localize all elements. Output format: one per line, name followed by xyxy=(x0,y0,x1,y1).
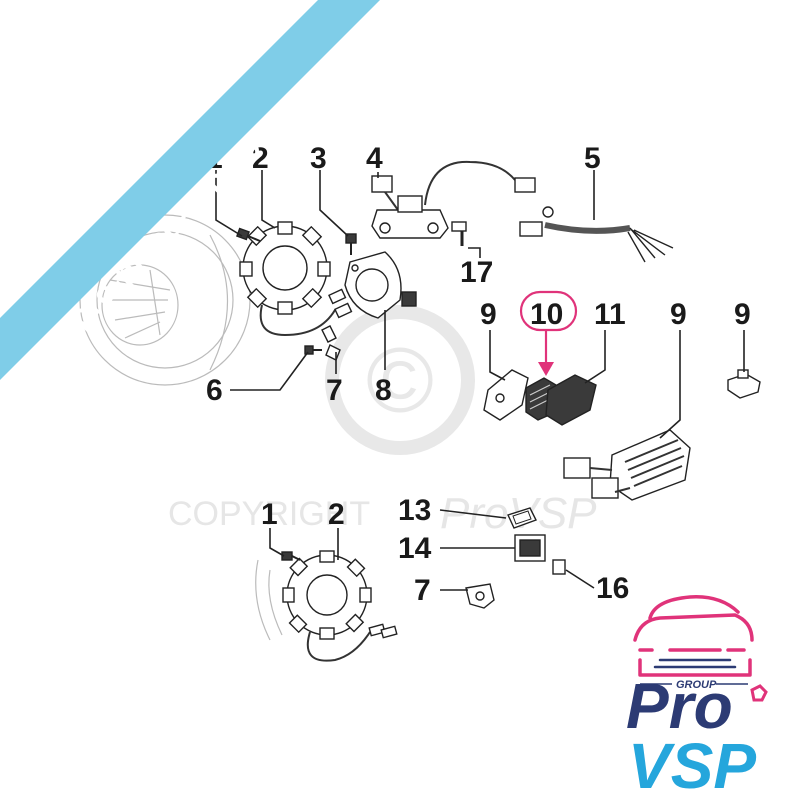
switch-14 xyxy=(514,534,546,562)
callout-13: 13 xyxy=(398,494,431,527)
callout-5: 5 xyxy=(584,142,601,175)
callout-14: 14 xyxy=(398,532,432,565)
callout-2-bottom: 2 xyxy=(328,498,345,531)
callout-8: 8 xyxy=(375,374,392,407)
callout-7: 7 xyxy=(326,374,343,407)
logo-hex-icon xyxy=(750,684,768,702)
regulator-11 xyxy=(545,374,597,426)
callout-2: 2 xyxy=(252,142,269,175)
screw-1 xyxy=(236,227,261,242)
bolt-17 xyxy=(451,221,467,246)
callout-1-bottom: 1 xyxy=(261,498,278,531)
logo-pro-text: Pro xyxy=(626,670,733,742)
car-grille-icon xyxy=(653,658,737,669)
cap-16 xyxy=(552,559,566,575)
highlight-10 xyxy=(519,290,578,376)
stator-bottom xyxy=(282,550,398,662)
screw-3 xyxy=(345,233,357,255)
callout-7-bottom: 7 xyxy=(414,574,431,607)
callout-9-nut: 9 xyxy=(734,298,751,331)
nut-9 xyxy=(727,369,761,399)
watermark-copyright-text: COPYRIGHT xyxy=(168,495,370,533)
wiring-harness xyxy=(514,177,674,263)
gasket-13 xyxy=(507,507,537,529)
callout-3: 3 xyxy=(310,142,327,175)
leader-lines xyxy=(215,170,745,591)
clip-7-bottom xyxy=(465,583,495,609)
copyright-symbol: © xyxy=(366,330,434,432)
callout-6: 6 xyxy=(206,374,223,407)
callout-10: 10 xyxy=(530,298,563,331)
screw-1-bottom xyxy=(281,551,301,561)
banner-strip xyxy=(0,0,380,380)
stator-top xyxy=(239,221,353,337)
screw-6 xyxy=(304,345,322,355)
callout-16: 16 xyxy=(596,572,629,605)
callout-labels: 1 2 3 4 5 17 6 7 8 9 10 11 9 9 1 2 13 14… xyxy=(206,142,751,607)
callout-9-left: 9 xyxy=(480,298,497,331)
flywheel-ghost-bottom xyxy=(255,559,283,641)
callout-9-right: 9 xyxy=(670,298,687,331)
ignition-coil xyxy=(371,160,516,239)
logo-group-text: GROUP xyxy=(676,679,717,691)
car-outline-icon xyxy=(633,595,754,677)
highlight-arrow-head xyxy=(538,362,554,376)
callout-4: 4 xyxy=(366,142,383,175)
regulator-box-left xyxy=(483,369,529,421)
logo-vsp-text: VSP xyxy=(628,730,756,800)
highlight-ring xyxy=(519,290,578,332)
provsp-logo: GROUP Pro VSP xyxy=(626,595,768,800)
callout-17: 17 xyxy=(460,256,493,289)
pickup-plate xyxy=(344,251,417,319)
copyright-circle-mark xyxy=(325,305,475,455)
callout-11: 11 xyxy=(594,298,626,331)
